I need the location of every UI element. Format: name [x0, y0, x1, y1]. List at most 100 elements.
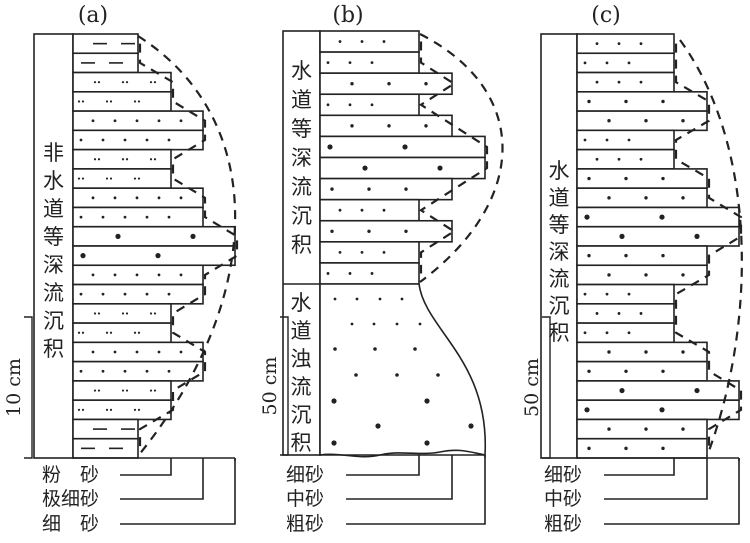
grain-dot [413, 347, 417, 351]
grain-dot [79, 369, 83, 373]
grain-dot [382, 250, 386, 254]
grain-dot [101, 138, 105, 142]
layer-fine [319, 93, 420, 117]
grain-dot [436, 373, 440, 377]
overall-trend-dashed-line [137, 35, 237, 457]
scale-bar [280, 316, 289, 456]
layer-medium [319, 219, 453, 243]
grain-size-label: 极细砂 [42, 488, 99, 510]
grain-dot [333, 297, 337, 301]
grain-dot [326, 103, 330, 107]
layer-fine [576, 303, 675, 324]
grain-dot [607, 350, 611, 354]
grain-dot [617, 157, 621, 161]
grain-dot [661, 446, 665, 451]
facies-label-char: 积 [291, 233, 312, 257]
grain-dot [395, 373, 399, 377]
grain-dot [105, 408, 109, 411]
grain-dot [372, 322, 376, 326]
layer-coarse [319, 156, 486, 180]
grain-dot [77, 331, 81, 334]
grain-dot [387, 124, 391, 128]
layer-fine [576, 148, 675, 170]
grain-dot [105, 331, 109, 334]
grain-dot [121, 312, 125, 315]
grain-dot [145, 138, 149, 142]
grain-size-label: 中砂 [544, 488, 582, 510]
facies-label-char: 沉 [549, 294, 570, 318]
grain-dot [153, 158, 157, 161]
grain-dot [607, 119, 611, 123]
grain-dot [109, 100, 113, 103]
overall-trend-dashed-line [419, 33, 504, 283]
grain-dot [382, 208, 386, 212]
grain-dot [157, 196, 161, 200]
grain-dot [694, 387, 700, 394]
grain-dot [644, 273, 648, 277]
scale-bar [542, 316, 551, 459]
grain-dot [378, 297, 382, 301]
layer-medium [576, 187, 708, 209]
grain-dot [333, 347, 337, 351]
layer-fine [576, 33, 675, 55]
grain-size-leader-line [120, 458, 172, 476]
grain-dot [605, 331, 609, 335]
grain-dot [402, 144, 408, 150]
grain-dot [681, 427, 685, 431]
overall-trend-dashed-line [679, 39, 743, 457]
facies-label-char: 沉 [291, 204, 312, 228]
grain-dot [350, 322, 354, 326]
grain-dot [123, 292, 127, 296]
grain-dot [145, 215, 149, 219]
grain-dot [583, 61, 587, 65]
grain-dot [338, 208, 342, 212]
grain-dot [326, 272, 330, 275]
grain-dot [91, 119, 95, 123]
grain-dot [137, 100, 141, 103]
grain-dot [338, 250, 342, 254]
facies-label-char: 深 [291, 146, 312, 170]
layer-medium [576, 437, 708, 459]
panel-title: (b) [332, 3, 363, 28]
grain-dot [627, 292, 631, 296]
grain-dot [404, 187, 408, 191]
layer-coarse [576, 225, 740, 247]
grain-dot [360, 208, 364, 212]
grain-dot [121, 81, 125, 84]
grain-dot [617, 42, 621, 46]
layer-vf [72, 399, 172, 421]
grain-dot [113, 273, 117, 277]
grain-dot [125, 312, 129, 315]
grain-dot [133, 331, 137, 334]
layer-medium [576, 245, 708, 267]
grain-dot [101, 215, 105, 219]
layer-fine [319, 51, 420, 74]
grain-dot [619, 233, 625, 239]
grain-dot [437, 165, 443, 171]
grain-dot [81, 331, 85, 334]
layer-coarse [72, 245, 236, 267]
grain-dot [605, 61, 609, 65]
grain-dot [79, 215, 83, 219]
facies-label-char: 流 [549, 267, 570, 291]
grain-dot [81, 100, 85, 103]
grain-dot [155, 253, 161, 259]
grain-dot [370, 103, 374, 107]
grain-dot [424, 440, 430, 446]
grain-dot [424, 124, 428, 128]
grain-dot [360, 250, 364, 254]
grain-dot [81, 177, 85, 180]
grain-dot [370, 61, 374, 65]
grain-dot [661, 99, 665, 104]
grain-dot [109, 331, 113, 334]
facies-label-char: 等 [291, 117, 312, 141]
grain-dot [133, 177, 137, 180]
facies-label-char: 水 [549, 159, 570, 183]
grain-dot [424, 82, 428, 86]
grain-dot [681, 273, 685, 277]
grain-dot [145, 369, 149, 373]
facies-label-char: 水 [291, 59, 312, 83]
grain-dot [153, 312, 157, 315]
grain-dot [109, 177, 113, 180]
grain-dot [179, 119, 183, 123]
